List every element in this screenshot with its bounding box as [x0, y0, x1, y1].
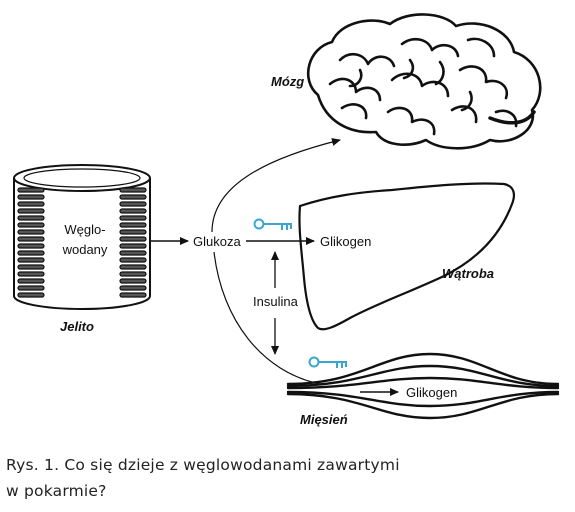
carbohydrate-diagram: Mózg Węglo- wodany Jelito Glukoza Wątrob… — [13, 13, 560, 427]
intestine-label: Jelito — [60, 319, 94, 334]
arrow-to-muscle — [213, 251, 321, 385]
intestine-fold — [119, 201, 147, 207]
muscle-icon — [286, 352, 560, 420]
figure-caption: Rys. 1. Co się dzieje z węglowodanami za… — [6, 452, 566, 504]
intestine-fold — [119, 229, 147, 235]
liver-label: Wątroba — [442, 266, 494, 281]
intestine-fold — [17, 187, 45, 193]
intestine-fold — [119, 278, 147, 284]
muscle-label: Mięsień — [300, 412, 348, 427]
caption-line-2: w pokarmie? — [6, 482, 107, 500]
brain-label: Mózg — [271, 74, 304, 89]
intestine-fold — [17, 243, 45, 249]
intestine-fold — [17, 201, 45, 207]
intestine-fold — [17, 215, 45, 221]
intestine-fold — [17, 285, 45, 291]
key-icon — [308, 356, 347, 368]
muscle-glycogen-label: Glikogen — [406, 385, 457, 400]
intestine-fold — [119, 285, 147, 291]
intestine-fold — [17, 292, 45, 298]
intestine-fold — [17, 208, 45, 214]
intestine-fold — [119, 257, 147, 263]
intestine-fold — [17, 194, 45, 200]
intestine-fold — [17, 236, 45, 242]
intestine-fold — [119, 222, 147, 228]
glucose-label: Glukoza — [193, 234, 241, 249]
intestine-fold — [119, 215, 147, 221]
brain-icon — [306, 13, 542, 150]
carbs-label-line1: Węglo- — [64, 222, 105, 237]
liver-icon — [298, 182, 515, 331]
intestine-fold — [119, 194, 147, 200]
intestine-fold — [119, 236, 147, 242]
key-icon — [253, 218, 292, 230]
intestine-fold — [119, 292, 147, 298]
intestine-fold — [119, 271, 147, 277]
insulin-label: Insulina — [253, 294, 299, 309]
intestine-fold — [17, 264, 45, 270]
intestine-fold — [119, 243, 147, 249]
caption-line-1: Rys. 1. Co się dzieje z węglowodanami za… — [6, 456, 400, 474]
intestine-fold — [119, 250, 147, 256]
carbs-label-line2: wodany — [62, 242, 108, 257]
intestine-fold — [17, 271, 45, 277]
arrow-to-brain — [211, 138, 341, 233]
intestine-fold — [119, 264, 147, 270]
intestine-fold — [119, 187, 147, 193]
intestine-fold — [119, 208, 147, 214]
intestine-fold — [17, 278, 45, 284]
intestine-fold — [17, 250, 45, 256]
liver-glycogen-label: Glikogen — [320, 234, 371, 249]
intestine-fold — [17, 222, 45, 228]
intestine-fold — [17, 257, 45, 263]
intestine-icon — [13, 164, 151, 310]
intestine-fold — [17, 229, 45, 235]
